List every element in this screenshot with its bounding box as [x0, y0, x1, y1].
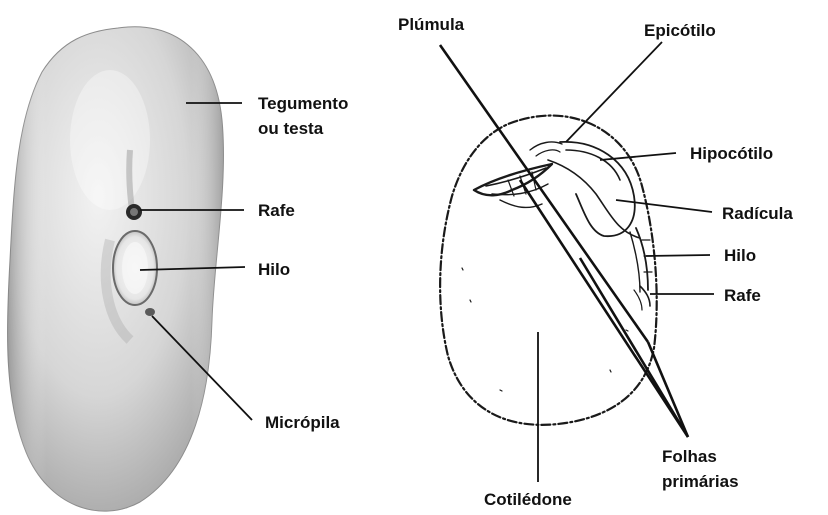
hilum-region-right [630, 228, 652, 292]
folhas-main-leader [520, 180, 688, 437]
label-micropila: Micrópila [265, 413, 340, 432]
seed-outline [440, 116, 657, 425]
epicotilo-leader [566, 42, 662, 142]
folhas-leader [648, 342, 688, 437]
label-hipocotilo: Hipocótilo [690, 144, 773, 163]
label-rafe-left: Rafe [258, 201, 295, 220]
bean-seed-internal-view [440, 116, 657, 425]
label-hilo-right: Hilo [724, 246, 756, 265]
hilo-leader-right [646, 255, 710, 256]
label-plumula: Plúmula [398, 15, 465, 34]
seed-highlight [70, 70, 150, 210]
label-ou-testa: ou testa [258, 119, 324, 138]
radicula-leader [616, 200, 712, 212]
right-leader-lines [440, 42, 714, 482]
label-epicotilo: Epicótilo [644, 21, 716, 40]
cotyledon-boundary [548, 160, 640, 238]
label-tegumento: Tegumento [258, 94, 348, 113]
texture-dots [462, 268, 628, 391]
label-hilo-left: Hilo [258, 260, 290, 279]
label-primarias: primárias [662, 472, 739, 491]
label-cotiledone: Cotilédone [484, 490, 572, 509]
micropyle-mark [145, 308, 155, 316]
raphe-ridge [129, 150, 132, 210]
plumule-leaves [474, 142, 562, 207]
label-radicula: Radícula [722, 204, 793, 223]
label-rafe-right: Rafe [724, 286, 761, 305]
label-folhas: Folhas [662, 447, 717, 466]
hypocotyl-curve [566, 150, 620, 180]
